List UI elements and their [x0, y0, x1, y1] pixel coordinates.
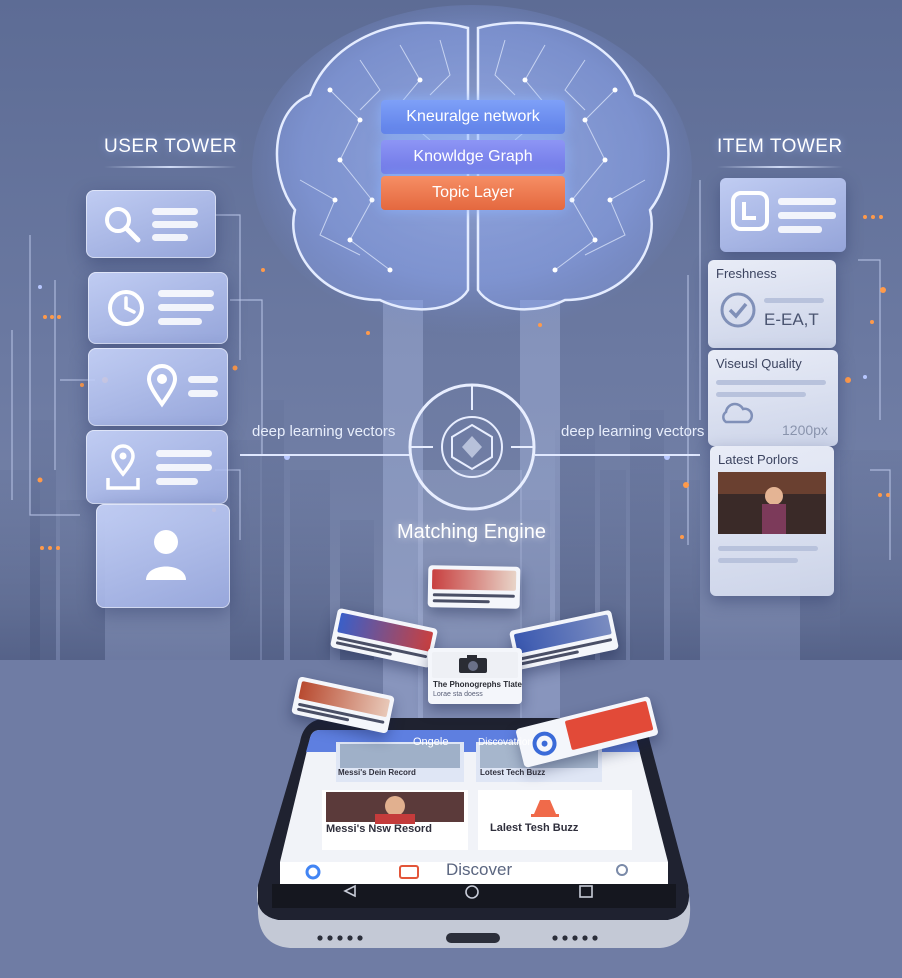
target-icon [532, 731, 557, 756]
matching-engine-icon [240, 383, 700, 511]
person-icon [146, 530, 186, 580]
phone-card-top-left-title: Messi's Dein Record [338, 768, 416, 777]
location-pin-icon [146, 364, 178, 408]
visual-quality-label: Viseusl Quality [716, 356, 802, 371]
freshness-label: Freshness [716, 266, 777, 281]
user-tower-title: USER TOWER [104, 136, 238, 168]
item-tower-title: ITEM TOWER [717, 136, 843, 168]
cloud-icon [722, 402, 754, 424]
phone-card-tech-title: Lalest Tesh Buzz [490, 822, 579, 834]
item-card-freshness: Freshness E-EA,T [708, 260, 836, 348]
right-vectors-label: deep learning vectors [561, 423, 705, 440]
user-card-location [88, 348, 228, 426]
layer-knowledge-graph: Knowldge Graph [381, 140, 565, 174]
item-card-latest-photos: Latest Porlors [710, 446, 834, 596]
discover-tab[interactable]: Discover [446, 860, 513, 879]
layer-neural-network: Kneuralge network [381, 100, 565, 134]
clock-icon [108, 290, 144, 326]
camera-icon [459, 655, 487, 673]
user-card-map [86, 430, 228, 504]
user-card-search [86, 190, 216, 258]
map-location-icon [106, 444, 140, 490]
feed-card-lower-right [515, 695, 659, 769]
feed-card-top [427, 565, 521, 609]
left-vectors-label: deep learning vectors [252, 423, 396, 440]
document-icon [731, 191, 769, 231]
eeat-value: E-EA,T [764, 310, 819, 329]
user-card-profile [96, 504, 230, 608]
user-card-history [88, 272, 228, 344]
check-badge-icon [720, 292, 756, 328]
glow-particles [37, 215, 890, 550]
photo-icon [718, 472, 826, 534]
phone-header-left: Ongele [413, 736, 449, 748]
latest-photos-label: Latest Porlors [718, 452, 799, 467]
item-card-document [720, 178, 846, 252]
smartphone [256, 718, 691, 948]
phone-card-top-right-title: Lotest Tech Buzz [480, 768, 546, 777]
center-card-subtitle: Lorae sta doess [433, 691, 483, 698]
feed-card-center: The Phonogrephs Tlate Lorae sta doess [428, 648, 522, 704]
phone-card-messi-title: Messi's Nsw Resord [326, 823, 432, 835]
resolution-value: 1200px [782, 422, 828, 438]
item-card-visual-quality: Viseusl Quality 1200px [708, 350, 838, 446]
matching-engine-label: Matching Engine [397, 521, 546, 543]
phone-header-right: Discovatrion [478, 737, 534, 748]
search-icon [105, 207, 141, 243]
layer-topic: Topic Layer [381, 176, 565, 210]
center-card-title: The Phonogrephs Tlate [433, 680, 522, 689]
